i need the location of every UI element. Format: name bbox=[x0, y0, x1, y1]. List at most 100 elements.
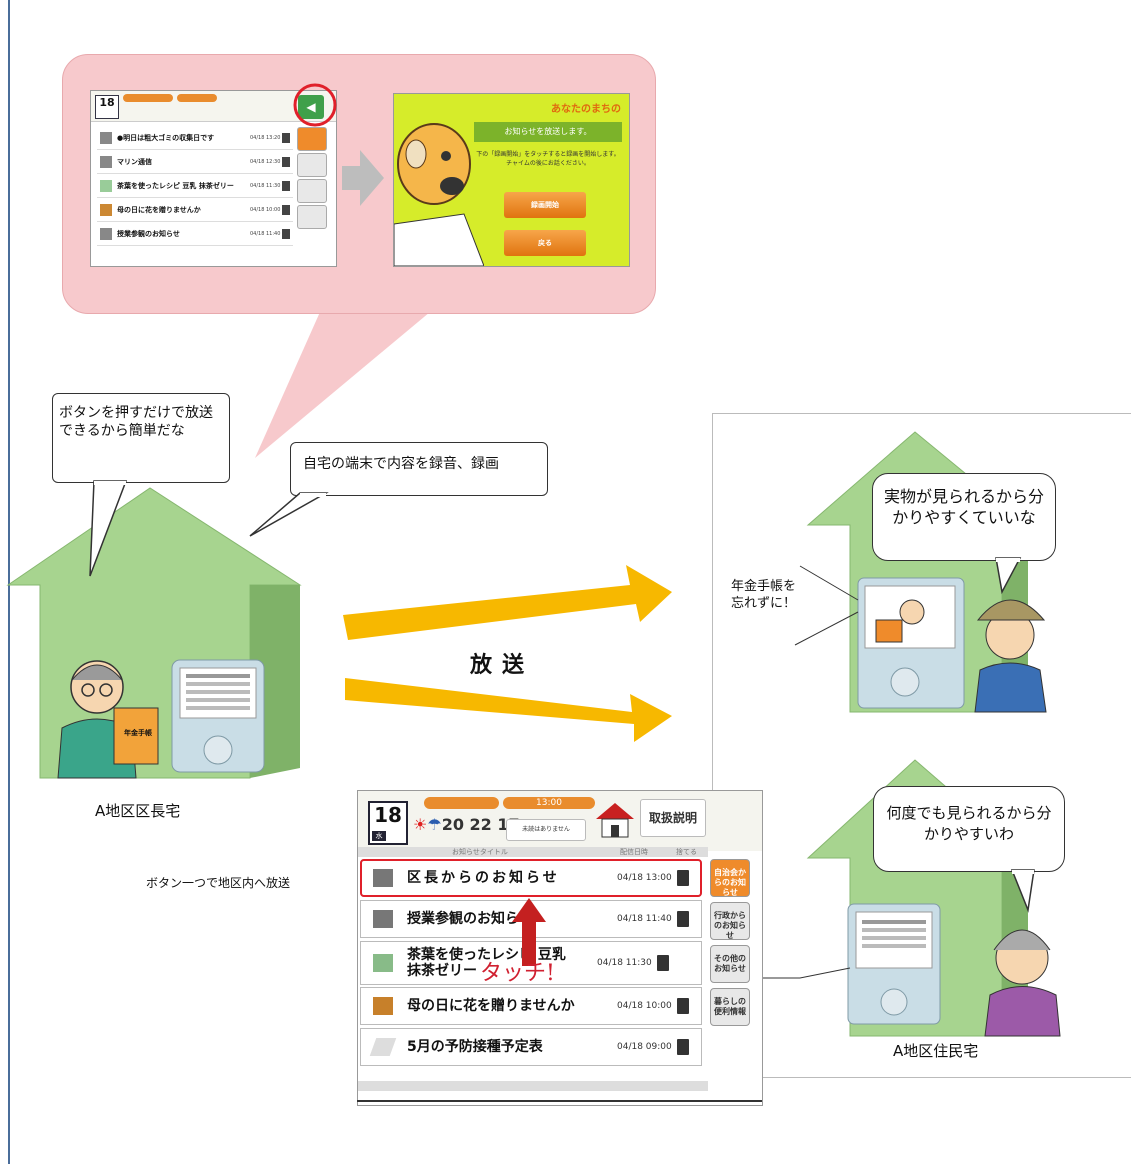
trash-icon[interactable] bbox=[677, 998, 689, 1014]
side-button-village[interactable]: 行政からのお知らせ bbox=[710, 902, 750, 940]
date-display: 18 水 bbox=[368, 801, 408, 845]
item-title: 母の日に花を贈りませんか bbox=[407, 998, 575, 1014]
item-date: 04/18 11:30 bbox=[250, 183, 281, 189]
record-speech-bubble: 自宅の端末で内容を録音、録画 bbox=[290, 442, 548, 496]
date-number: 18 bbox=[374, 803, 402, 827]
bubble-tail bbox=[995, 557, 1022, 595]
trash-icon[interactable] bbox=[282, 229, 290, 239]
trash-icon[interactable] bbox=[677, 911, 689, 927]
resident2-speech-bubble: 何度でも見られるから分かりやすいわ bbox=[873, 786, 1065, 872]
bubble-tail bbox=[1010, 869, 1035, 913]
resident-area-frame bbox=[712, 413, 1131, 1078]
pointer-line bbox=[794, 611, 859, 646]
item-date: 04/18 09:00 bbox=[617, 1042, 672, 1052]
list-item[interactable]: 茶葉を使ったレシピ 豆乳 抹茶ゼリー 04/18 11:30 bbox=[97, 175, 293, 198]
bubble-tail bbox=[249, 492, 329, 537]
broadcast-arrow-upper bbox=[343, 565, 672, 640]
pension-book-label: 年金手帳 bbox=[124, 729, 152, 737]
item-title: 5月の予防接種予定表 bbox=[407, 1039, 543, 1055]
column-header: お知らせタイトル 配信日時 捨てる bbox=[358, 847, 708, 857]
screen-footer bbox=[358, 1081, 708, 1091]
item-title: 授業参観のお知らせ bbox=[117, 230, 180, 238]
trash-icon[interactable] bbox=[282, 157, 290, 167]
speaker-button-icon[interactable]: ◀ bbox=[298, 95, 324, 119]
syringe-icon bbox=[369, 1038, 397, 1056]
app-logo: あなたのまちの bbox=[551, 104, 621, 115]
item-date: 04/18 13:00 bbox=[617, 873, 672, 883]
item-date: 04/18 13:20 bbox=[250, 135, 281, 141]
dog-mascot-icon bbox=[394, 123, 484, 266]
side-button[interactable] bbox=[297, 179, 327, 203]
table-row[interactable]: 母の日に花を贈りませんか 04/18 10:00 bbox=[360, 987, 702, 1025]
mini-terminal-screen: 18 ◀ ●明日は粗大ゴミの収集日です 04/18 13:20 マリン通信 04… bbox=[90, 90, 337, 267]
chief-terminal bbox=[171, 659, 265, 773]
trash-icon[interactable] bbox=[282, 133, 290, 143]
side-button[interactable] bbox=[297, 127, 327, 151]
trash-icon[interactable] bbox=[677, 1039, 689, 1055]
list-item[interactable]: 母の日に花を贈りませんか 04/18 10:00 bbox=[97, 199, 293, 222]
record-start-button[interactable]: 録画開始 bbox=[504, 192, 586, 218]
col-date: 配信日時 bbox=[620, 848, 648, 856]
pointer-line bbox=[799, 565, 859, 601]
touch-label: タッチ! bbox=[480, 961, 555, 986]
message-box: 未読はありません bbox=[506, 819, 586, 841]
list-item[interactable]: ●明日は粗大ゴミの収集日です 04/18 13:20 bbox=[97, 127, 293, 150]
sun-icon: ☀ bbox=[413, 815, 428, 834]
recipe-icon bbox=[100, 180, 112, 192]
item-title: 区長からのお知らせ bbox=[407, 870, 560, 886]
connector-line bbox=[762, 967, 851, 979]
main-terminal-screen: 18 水 13:00 ☀☂20 22 17 未読はありません 取扱説明 お知らせ… bbox=[357, 790, 763, 1106]
side-button-local[interactable]: 自治会からのお知らせ bbox=[710, 859, 750, 897]
resident-house-1 bbox=[806, 431, 1047, 713]
weather-display: ☀☂20 22 17 bbox=[413, 815, 520, 834]
chief-speech-bubble: ボタンを押すだけで放送できるから簡単だな bbox=[52, 393, 230, 483]
mini-pill bbox=[177, 94, 217, 102]
item-title: ●明日は粗大ゴミの収集日です bbox=[117, 134, 215, 142]
broadcast-arrow-lower bbox=[345, 678, 672, 742]
trash-icon[interactable] bbox=[282, 181, 290, 191]
pension-reminder-label: 年金手帳を忘れずに！ bbox=[731, 579, 797, 611]
chief-person bbox=[57, 660, 159, 779]
side-button-other[interactable]: その他のお知らせ bbox=[710, 945, 750, 983]
col-delete: 捨てる bbox=[676, 848, 697, 856]
list-item[interactable]: 授業参観のお知らせ 04/18 11:40 bbox=[97, 223, 293, 246]
side-button-living[interactable]: 暮らしの便利情報 bbox=[710, 988, 750, 1026]
item-date: 04/18 11:30 bbox=[597, 958, 652, 968]
up-arrow-icon bbox=[512, 898, 546, 966]
umbrella-icon: ☂ bbox=[427, 815, 442, 834]
left-border-line bbox=[8, 0, 10, 1164]
col-title: お知らせタイトル bbox=[452, 848, 508, 856]
shop-icon bbox=[100, 204, 112, 216]
trash-icon[interactable] bbox=[282, 205, 290, 215]
gray-arrow-icon bbox=[342, 150, 384, 206]
building-icon bbox=[100, 132, 112, 144]
trash-icon[interactable] bbox=[677, 870, 689, 886]
resident1-speech-bubble: 実物が見られるから分かりやすくていいな bbox=[872, 473, 1056, 561]
shop-icon bbox=[373, 997, 393, 1015]
list-item[interactable]: マリン通信 04/18 12:30 bbox=[97, 151, 293, 174]
broadcast-label: 放送 bbox=[470, 653, 535, 678]
item-title: 茶葉を使ったレシピ 豆乳 抹茶ゼリー bbox=[117, 182, 234, 190]
resident-house-label: A地区住民宅 bbox=[893, 1042, 979, 1060]
table-row[interactable]: 5月の予防接種予定表 04/18 09:00 bbox=[360, 1028, 702, 1066]
item-title: 授業参観のお知らせ bbox=[407, 911, 533, 927]
recipe-icon bbox=[373, 954, 393, 972]
temperature: 20 22 17 bbox=[441, 815, 520, 834]
status-pill bbox=[424, 797, 499, 809]
table-row-highlighted[interactable]: 区長からのお知らせ 04/18 13:00 bbox=[360, 859, 702, 897]
item-date: 04/18 10:00 bbox=[250, 207, 281, 213]
record-note: 下の「録画開始」をタッチすると録画を開始します。チャイムの後にお話ください。 bbox=[476, 151, 620, 167]
school-icon bbox=[373, 910, 393, 928]
house-icon bbox=[596, 803, 634, 838]
building-icon bbox=[100, 156, 112, 168]
manual-button[interactable]: 取扱説明 bbox=[640, 799, 706, 837]
side-button[interactable] bbox=[297, 153, 327, 177]
screen-underline bbox=[357, 1100, 762, 1102]
highlight-circle bbox=[293, 83, 337, 127]
back-button[interactable]: 戻る bbox=[504, 230, 586, 256]
side-button[interactable] bbox=[297, 205, 327, 229]
time-pill: 13:00 bbox=[503, 797, 595, 809]
trash-icon[interactable] bbox=[657, 955, 669, 971]
one-button-label: ボタン一つで地区内へ放送 bbox=[146, 876, 291, 890]
